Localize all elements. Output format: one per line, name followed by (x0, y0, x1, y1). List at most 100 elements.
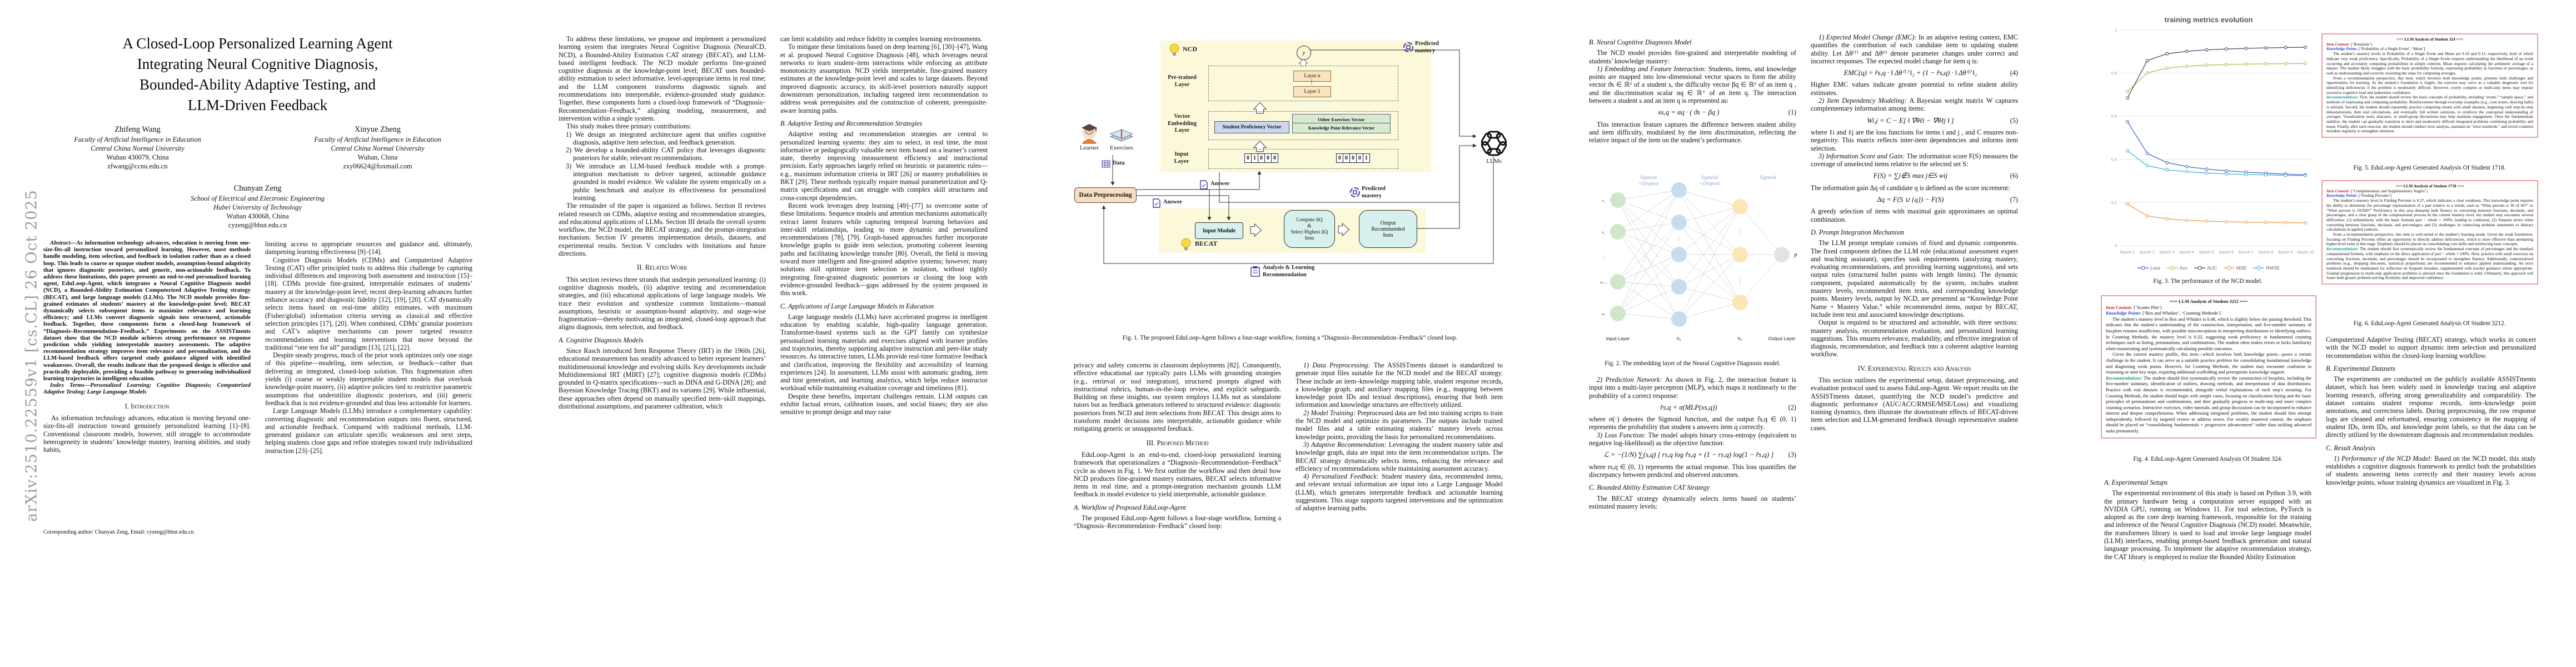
paragraph: EduLoop-Agent is an end-to-end, closed-l… (1074, 450, 1281, 499)
item-content-label: Item Content (2326, 41, 2349, 47)
legend-item: Loss (2137, 265, 2160, 271)
subsection-heading: B. Neural Cognitive Diagnosis Model (1589, 38, 1692, 46)
svg-text:0.2: 0.2 (2111, 200, 2117, 205)
paragraph: The information gain Δq of candidate q i… (1811, 183, 2010, 192)
input-layer-label: Input Layer (1174, 151, 1189, 165)
recommendations-paragraph: Recommendations: The student should firs… (2106, 375, 2311, 434)
paragraph: Since Rasch introduced Item Response The… (559, 346, 766, 411)
exercises-label: Exercises (1109, 145, 1134, 151)
answer-label-1: Answer (1210, 181, 1230, 187)
title-line: Integrating Neural Cognitive Diagnosis, (137, 56, 378, 72)
paragraph: To address these limitations, we propose… (559, 35, 766, 122)
paragraph: Large language models (LLMs) have accele… (780, 312, 988, 392)
svg-text:0.8: 0.8 (2111, 71, 2117, 76)
svg-text:training metrics evolution: training metrics evolution (2165, 16, 2253, 24)
svg-text:0: 0 (2115, 243, 2117, 248)
onehot-cell: 1 (1251, 153, 1258, 163)
paragraph: where σ(·) denotes the Sigmoid function,… (1589, 415, 1796, 431)
vector-embedding-dashed-box (1208, 111, 1398, 140)
paragraph: To mitigate these limitations based on d… (780, 43, 988, 115)
page-3: Learner Exercises Data Data Preprocessin… (1030, 0, 1546, 667)
author-dept: Faculty of Artificial Intelligence in Ed… (314, 136, 441, 143)
answer-doc-icon (1200, 180, 1208, 190)
svg-text:⋮: ⋮ (1738, 278, 1743, 283)
text-column: 1) Expected Model Change (EMC): In an ad… (1811, 33, 2018, 584)
author-univ: Central China Normal University (91, 145, 185, 152)
title-line: LLM-Driven Feedback (187, 97, 328, 113)
knowledge-points-value: [‘Box and Whisker’, ‘Counting Methods’] (2142, 311, 2221, 316)
student-proficiency-vector-box: Student Proficiency Vector (1214, 121, 1289, 133)
legend-item: AUC (2194, 265, 2217, 271)
page-1: arXiv:2510.22559v1 [cs.CL] 26 Oct 2025 A… (0, 0, 515, 667)
svg-text:Epoch 5: Epoch 5 (2199, 250, 2214, 255)
diagram-arrows (1102, 49, 1494, 264)
figure-6-caption: Fig. 6. EduLoop-Agent Generated Analysis… (2353, 320, 2506, 327)
data-icon (1102, 160, 1110, 168)
legend-item: RMSE (2253, 265, 2280, 271)
section-heading: IV. Experimental Results and Analysis (1857, 364, 1971, 372)
layers-dots: ⋮ (1308, 79, 1315, 86)
llm-analysis-box-324: === LLM Analysis of Student 324 === Item… (2321, 33, 2538, 138)
figure-3-caption: Fig. 3. The performance of the NCD model… (2153, 278, 2263, 285)
svg-text:Input Layer: Input Layer (1606, 336, 1630, 341)
author-email: cyzeng@hbut.edu.cn (228, 221, 287, 229)
paragraph: limiting access to appropriate resources… (265, 240, 472, 256)
recommendations-text: The student should first systematically … (2326, 246, 2533, 281)
recommendations-text: First, the student should review the bas… (2326, 94, 2534, 134)
ncd-panel (1160, 41, 1431, 172)
equation: Wi,j = C − E[ ‖ ∇θℓi − ∇θℓj ‖ ](5) (1867, 116, 2018, 125)
svg-text:Epoch 6: Epoch 6 (2219, 250, 2234, 255)
equation: ℒ = −(1/N) ∑(s,q) [ rs,q log r̂s,q + (1 … (1603, 451, 1796, 459)
item-content-line: Item Content: {‘Scatter Plot’} (2106, 305, 2163, 310)
text-column: 2) Prediction Network: As shown in Fig. … (1589, 376, 1796, 584)
knowledge-points-label: Knowledge Points (2326, 193, 2357, 198)
svg-text:Epoch 7: Epoch 7 (2239, 250, 2253, 255)
legend-marker (2137, 266, 2149, 270)
author-dept: Faculty of Artificial Intelligence in Ed… (74, 136, 201, 143)
svg-text:Epoch 8: Epoch 8 (2259, 250, 2273, 255)
figure-1-caption: Fig. 1. The proposed EduLoop-Agent follo… (1122, 335, 1458, 341)
svg-text:Sigmoid: Sigmoid (1640, 175, 1657, 180)
equation: EMC(q) = r̂s,q · ‖ Δθ⁽ᵀ⁾ ‖₂ + (1 − r̂s,q… (1843, 69, 2018, 77)
paper-title: A Closed-Loop Personalized Learning Agen… (33, 33, 482, 116)
knowledge-points-line: Knowledge Points: [‘Box and Whisker’, ‘C… (2106, 311, 2221, 316)
author-block-3: Chunyan Zeng School of Electrical and El… (178, 183, 337, 230)
author-city: Wuhan 430079, China (106, 153, 169, 161)
analysis-paragraph: From a recommendation perspective, this … (2326, 232, 2533, 247)
page-2: To address these limitations, we propose… (515, 0, 1030, 667)
recommendations-label: Recommendations (2326, 94, 2358, 100)
paragraph: Despite these benefits, important challe… (780, 392, 988, 416)
list-item: 2) We develop a bounded-ability CAT poli… (566, 146, 766, 162)
figure-2-caption: Fig. 2. The embedding layer of the Neura… (1605, 360, 1781, 367)
paragraph: The remainder of the paper is organized … (559, 202, 766, 258)
subsection-heading: B. Experimental Datasets (2326, 364, 2395, 372)
author-name: Chunyan Zeng (233, 184, 282, 193)
pretrained-dashed-box (1208, 66, 1398, 101)
answer-doc-icon (1153, 198, 1160, 208)
ncd-lightbulb-icon (1169, 43, 1179, 56)
paragraph: Computerized Adaptive Testing (BECAT) st… (2326, 336, 2536, 360)
item-content-value: {‘Rotations’} (2350, 41, 2373, 47)
paragraph: 4) Personalized Feedback: Student master… (1296, 472, 1503, 512)
paragraph: The experimental environment of this stu… (2104, 489, 2311, 561)
analysis-paragraph: The student’s mastery level in Finding P… (2326, 198, 2533, 232)
predicted-mastery-icon (1350, 187, 1360, 197)
analysis-paragraph: The student’s mastery level in Box and W… (2106, 316, 2311, 351)
becat-label: BECAT (1195, 240, 1218, 247)
knowledge-points-line: Knowledge Points: [‘Probability of a Sin… (2326, 46, 2425, 52)
llm-analysis-box-3212: === LLM Analysis of Student 3212 === Ite… (2101, 295, 2316, 439)
text-column: To address these limitations, we propose… (559, 35, 766, 580)
author-block-2: Xinyue Zheng Faculty of Artificial Intel… (298, 125, 457, 171)
subsection-heading: D. Prompt Integration Mechanism (1811, 228, 1905, 236)
item-content-value: {‘Scatter Plot’} (2133, 305, 2163, 310)
subsection-heading: A. Cognitive Diagnosis Models (559, 336, 644, 344)
figure-5-caption: Fig. 5. EduLoop-Agent Generated Analysis… (2353, 165, 2506, 171)
svg-text:1: 1 (2115, 28, 2117, 33)
svg-text:⋮: ⋮ (1677, 236, 1682, 242)
item-content-label: Item Content (2106, 305, 2131, 310)
layer-1-box: Layer 1 (1293, 86, 1331, 97)
subsection-heading: B. Adaptive Testing and Recommendation S… (780, 119, 923, 127)
